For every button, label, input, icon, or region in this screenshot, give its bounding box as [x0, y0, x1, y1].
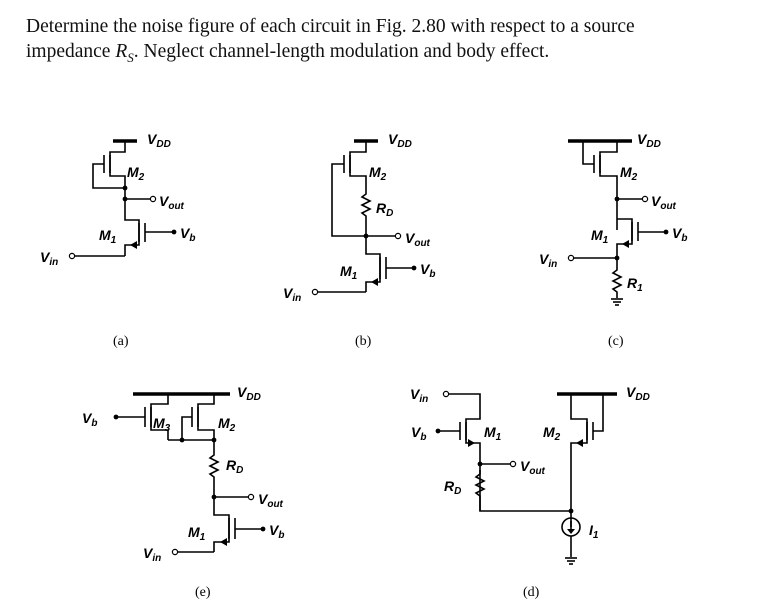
- svg-text:M3: M3: [153, 415, 171, 434]
- svg-text:Vin: Vin: [283, 285, 301, 304]
- svg-text:RD: RD: [376, 200, 393, 219]
- source-impedance-symbol: R: [115, 41, 128, 62]
- svg-text:I1: I1: [589, 522, 599, 541]
- svg-text:VDD: VDD: [626, 384, 650, 403]
- svg-text:M1: M1: [99, 227, 117, 246]
- caption-a: (a): [113, 334, 129, 349]
- circuit-a: VDD M2 Vout Vb M1 Vin (a): [40, 131, 195, 349]
- svg-text:Vin: Vin: [40, 249, 58, 268]
- circuit-d: Vin Vb M1 Vout RD VDD M2 I1 (d): [410, 384, 650, 600]
- problem-line-1: Determine the noise figure of each circu…: [26, 16, 635, 37]
- svg-text:Vout: Vout: [159, 193, 185, 212]
- svg-text:R1: R1: [627, 275, 643, 294]
- caption-d: (d): [523, 585, 540, 600]
- problem-line-2: impedance RS. Neglect channel-length mod…: [26, 41, 550, 65]
- svg-text:M2: M2: [127, 164, 145, 183]
- svg-text:Vin: Vin: [143, 545, 161, 564]
- svg-text:RD: RD: [226, 457, 243, 476]
- svg-text:Vin: Vin: [410, 386, 428, 405]
- svg-text:M1: M1: [188, 524, 206, 543]
- svg-text:Vb: Vb: [269, 522, 284, 541]
- svg-text:M1: M1: [484, 424, 502, 443]
- circuit-c: VDD M2 Vout Vb M1 Vin R1 (c): [539, 131, 687, 349]
- caption-b: (b): [355, 334, 372, 349]
- problem-statement: Determine the noise figure of each circu…: [26, 14, 766, 70]
- svg-text:M1: M1: [340, 263, 358, 282]
- svg-text:M2: M2: [369, 164, 387, 183]
- svg-text:VDD: VDD: [388, 131, 412, 150]
- svg-text:RD: RD: [444, 478, 461, 497]
- svg-text:VDD: VDD: [147, 131, 171, 150]
- svg-text:M2: M2: [620, 164, 638, 183]
- svg-text:M1: M1: [591, 227, 609, 246]
- svg-text:Vb: Vb: [82, 410, 97, 429]
- svg-text:Vb: Vb: [420, 261, 435, 280]
- caption-e: (e): [195, 585, 211, 600]
- svg-text:M2: M2: [543, 424, 561, 443]
- caption-c: (c): [608, 334, 624, 349]
- svg-text:Vin: Vin: [539, 251, 557, 270]
- svg-text:VDD: VDD: [637, 131, 661, 150]
- circuit-e: VDD Vb M3 M2 RD Vout Vb M1 Vin (e): [82, 384, 284, 600]
- svg-text:VDD: VDD: [237, 384, 261, 403]
- svg-text:Vout: Vout: [520, 458, 546, 477]
- svg-text:Vb: Vb: [411, 424, 426, 443]
- svg-text:M2: M2: [218, 415, 236, 434]
- svg-text:Vout: Vout: [405, 230, 431, 249]
- svg-text:Vb: Vb: [672, 225, 687, 244]
- svg-text:Vout: Vout: [258, 491, 284, 510]
- circuit-b: VDD M2 RD Vout Vb M1 Vin (b): [283, 131, 435, 349]
- svg-text:Vb: Vb: [180, 225, 195, 244]
- svg-text:Vout: Vout: [651, 193, 677, 212]
